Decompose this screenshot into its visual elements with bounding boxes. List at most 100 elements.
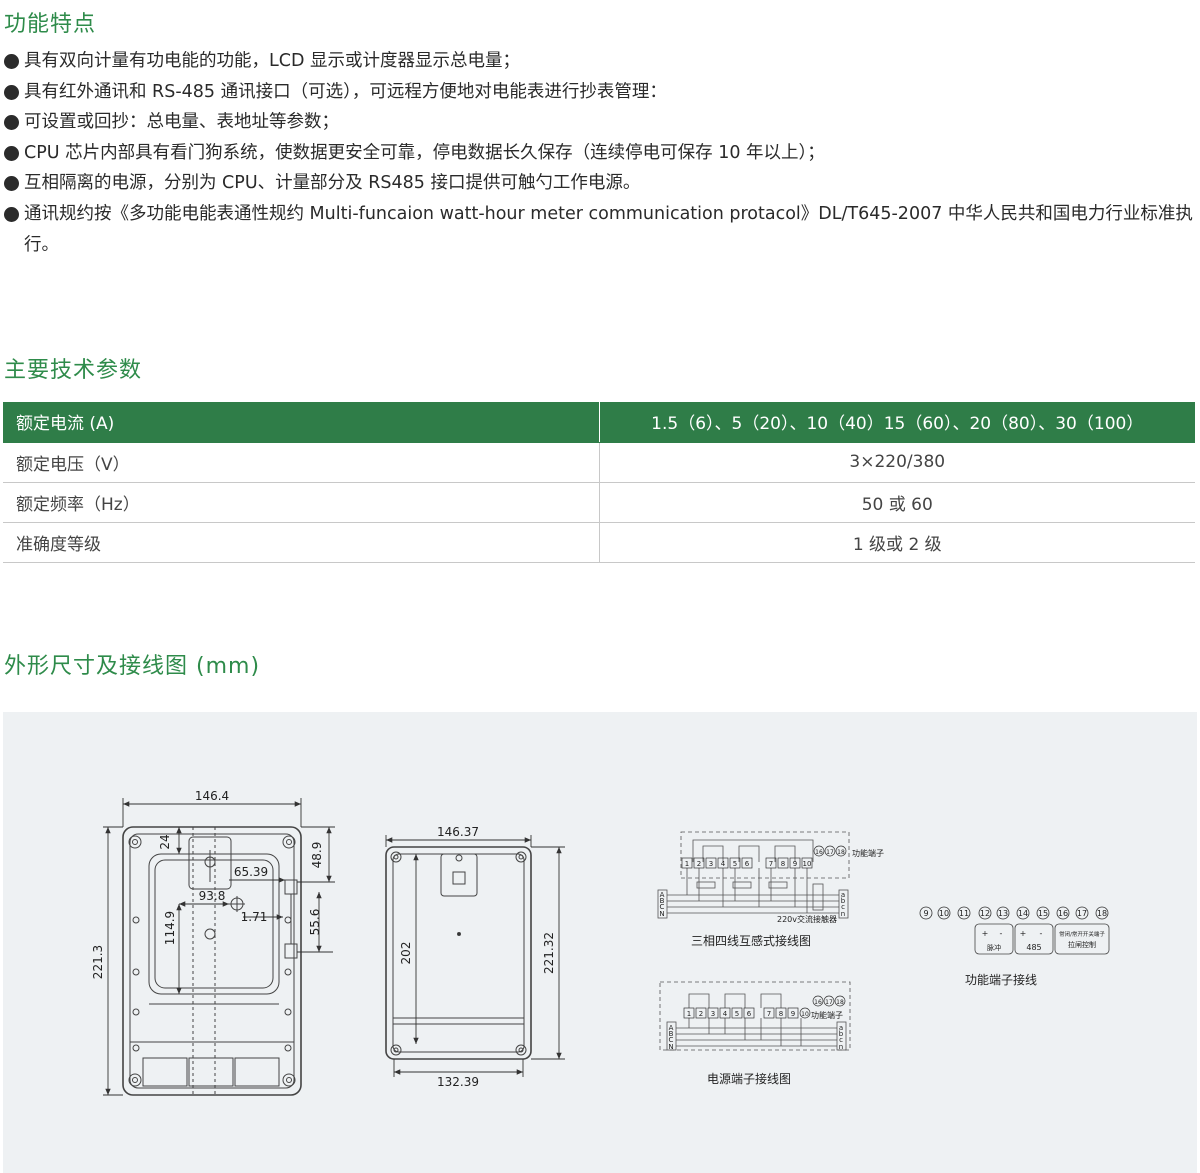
svg-text:18: 18 xyxy=(836,999,844,1006)
technical-drawing: 146.4 221.3 24 48.9 65.39 93.8 114.9 1.7… xyxy=(91,789,1110,1096)
feature-item: CPU 芯片内部具有看门狗系统，使数据更安全可靠，停电数据长久保存（连续停电可保… xyxy=(4,138,1198,169)
pulse-box xyxy=(974,923,1014,955)
table-row: 准确度等级 1 级或 2 级 xyxy=(3,522,1195,563)
dim-back-height: 221.32 xyxy=(542,932,556,974)
svg-text:3: 3 xyxy=(709,860,713,868)
svg-text:10: 10 xyxy=(803,860,812,868)
svg-text:18: 18 xyxy=(837,849,845,856)
svg-text:17: 17 xyxy=(826,849,834,856)
svg-text:4: 4 xyxy=(721,860,726,868)
svg-text:N: N xyxy=(668,1043,673,1051)
func-caption: 功能端子接线 xyxy=(965,972,1037,987)
dim-48-9: 48.9 xyxy=(310,842,324,869)
svg-text:+: + xyxy=(982,929,989,938)
svg-text:c: c xyxy=(839,1036,843,1044)
svg-text:12: 12 xyxy=(980,909,990,918)
function-terminal-diagram: 9 10 11 12 13 14 15 16 17 18 + - 脉冲 + - … xyxy=(919,906,1110,987)
svg-text:2: 2 xyxy=(697,860,701,868)
front-dimension-lines xyxy=(103,798,335,1096)
back-dimension-labels: 146.37 221.32 202 132.39 xyxy=(399,825,556,1089)
rs485-box xyxy=(1014,923,1054,955)
param-label: 额定频率（Hz） xyxy=(3,482,600,523)
svg-text:+: + xyxy=(1020,929,1027,938)
feature-list: 具有双向计量有功电能的功能，LCD 显示或计度器显示总电量； 具有红外通讯和 R… xyxy=(4,46,1198,260)
dim-back-width: 146.37 xyxy=(437,825,479,839)
svg-text:常闭/常开开关端子: 常闭/常开开关端子 xyxy=(1059,930,1105,938)
param-value: 50 或 60 xyxy=(599,482,1195,523)
svg-text:8: 8 xyxy=(779,1010,783,1018)
svg-text:1: 1 xyxy=(687,1010,691,1018)
svg-text:1: 1 xyxy=(685,860,689,868)
power-caption: 电源端子接线图 xyxy=(707,1071,791,1086)
param-value: 1 级或 2 级 xyxy=(599,522,1195,563)
svg-text:-: - xyxy=(1040,929,1043,938)
svg-text:485: 485 xyxy=(1026,943,1041,952)
param-value: 1.5（6）、5（20）、10（40）15（60）、20（80）、30（100） xyxy=(599,402,1195,443)
svg-text:B: B xyxy=(660,897,665,905)
svg-text:6: 6 xyxy=(747,1010,752,1018)
svg-text:c: c xyxy=(841,903,845,911)
table-row: 额定电压（V） 3×220/380 xyxy=(3,442,1195,483)
ct-caption: 三相四线互感式接线图 xyxy=(691,933,811,948)
front-view-drawing xyxy=(122,826,302,1096)
svg-text:8: 8 xyxy=(781,860,785,868)
svg-text:-: - xyxy=(1000,929,1003,938)
svg-text:n: n xyxy=(839,1043,843,1051)
svg-text:9: 9 xyxy=(791,1010,795,1018)
svg-text:13: 13 xyxy=(998,909,1008,918)
dim-55-6: 55.6 xyxy=(308,909,322,936)
svg-text:n: n xyxy=(841,910,845,918)
bullet-icon xyxy=(4,176,19,192)
svg-text:3: 3 xyxy=(711,1010,715,1018)
svg-text:B: B xyxy=(669,1030,674,1038)
svg-text:15: 15 xyxy=(1038,909,1048,918)
svg-text:脉冲: 脉冲 xyxy=(987,943,1001,952)
back-dimension-lines xyxy=(385,835,565,1077)
svg-text:功能端子: 功能端子 xyxy=(811,1010,843,1020)
bullet-icon xyxy=(4,206,19,222)
svg-text:A: A xyxy=(669,1024,674,1032)
svg-text:17: 17 xyxy=(825,999,833,1006)
svg-text:16: 16 xyxy=(814,999,822,1006)
svg-text:9: 9 xyxy=(793,860,797,868)
svg-text:4: 4 xyxy=(723,1010,728,1018)
dim-114-9: 114.9 xyxy=(163,911,177,945)
svg-text:5: 5 xyxy=(735,1010,739,1018)
bullet-icon xyxy=(4,84,19,100)
dim-1-71: 1.71 xyxy=(241,910,268,924)
svg-text:11: 11 xyxy=(959,909,969,918)
feature-item: 互相隔离的电源，分别为 CPU、计量部分及 RS485 接口提供可触勺工作电源。 xyxy=(4,168,1198,199)
svg-text:2: 2 xyxy=(699,1010,703,1018)
svg-text:17: 17 xyxy=(1077,909,1087,918)
svg-text:10: 10 xyxy=(801,1011,809,1018)
svg-text:N: N xyxy=(659,910,664,918)
svg-text:7: 7 xyxy=(767,1010,771,1018)
feature-item: 通讯规约按《多功能电能表通性规约 Multi-funcaion watt-hou… xyxy=(4,199,1198,260)
dim-front-height: 221.3 xyxy=(91,945,105,979)
feature-item: 具有红外通讯和 RS-485 通讯接口（可选），可远程方便地对电能表进行抄表管理… xyxy=(4,77,1198,108)
front-dimension-labels: 146.4 221.3 24 48.9 65.39 93.8 114.9 1.7… xyxy=(91,789,324,979)
svg-text:7: 7 xyxy=(769,860,773,868)
svg-text:C: C xyxy=(669,1036,674,1044)
svg-text:a: a xyxy=(841,891,845,899)
svg-text:b: b xyxy=(839,1030,844,1038)
param-label: 额定电流 (A) xyxy=(3,402,600,443)
feature-item: 可设置或回抄：总电量、表地址等参数； xyxy=(4,107,1198,138)
param-label: 额定电压（V） xyxy=(3,442,600,483)
dimensions-title: 外形尺寸及接线图 (mm) xyxy=(4,654,261,679)
dim-93-8: 93.8 xyxy=(199,889,226,903)
svg-text:拉闸控制: 拉闸控制 xyxy=(1068,940,1096,949)
svg-text:A: A xyxy=(660,891,665,899)
bullet-icon xyxy=(4,145,19,161)
svg-text:5: 5 xyxy=(733,860,737,868)
dim-front-width: 146.4 xyxy=(195,789,229,803)
dim-24: 24 xyxy=(158,834,172,849)
feature-item: 具有双向计量有功电能的功能，LCD 显示或计度器显示总电量； xyxy=(4,46,1198,77)
dim-202: 202 xyxy=(399,942,413,965)
bullet-icon xyxy=(4,54,19,69)
params-table: 额定电流 (A) 1.5（6）、5（20）、10（40）15（60）、20（80… xyxy=(3,402,1195,563)
table-row: 额定电流 (A) 1.5（6）、5（20）、10（40）15（60）、20（80… xyxy=(3,402,1195,443)
power-terminal-row: 1 2 3 4 5 6 7 8 9 10 xyxy=(683,1007,811,1019)
dim-back-bottom: 132.39 xyxy=(437,1075,479,1089)
param-label: 准确度等级 xyxy=(3,522,600,563)
